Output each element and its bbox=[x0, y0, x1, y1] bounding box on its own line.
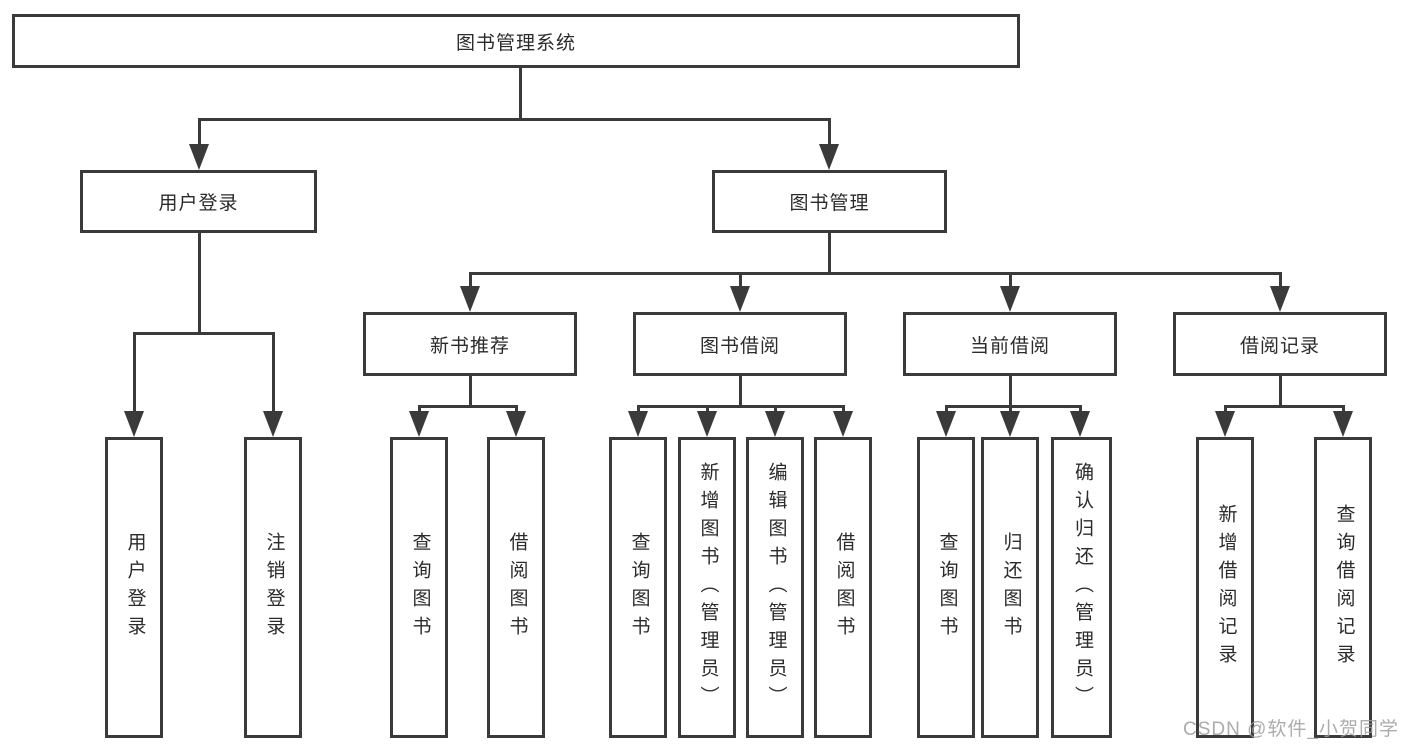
connector-line bbox=[828, 118, 831, 146]
arrow-down-icon bbox=[460, 286, 480, 312]
arrow-down-icon bbox=[1070, 411, 1090, 437]
leaf-recommend-query-book-label: 查询图书 bbox=[409, 531, 431, 644]
leaf-borrow-query-book-label: 查询图书 bbox=[628, 531, 650, 644]
connector-line bbox=[1009, 405, 1012, 413]
connector-line bbox=[272, 332, 275, 412]
connector-line bbox=[739, 272, 742, 288]
arrow-down-icon bbox=[1000, 411, 1020, 437]
leaf-add-book-admin: 新增图书（管理员） bbox=[678, 437, 736, 738]
arrow-down-icon bbox=[833, 411, 853, 437]
connector-line bbox=[133, 332, 136, 412]
arrow-down-icon bbox=[1333, 411, 1353, 437]
arrow-down-icon bbox=[697, 411, 717, 437]
node-user-login: 用户登录 bbox=[80, 170, 317, 233]
connector-line bbox=[1224, 405, 1227, 413]
connector-line bbox=[198, 118, 201, 146]
node-borrow-records: 借阅记录 bbox=[1173, 312, 1387, 376]
leaf-return-book: 归还图书 bbox=[981, 437, 1039, 738]
arrow-down-icon bbox=[1215, 411, 1235, 437]
connector-line bbox=[519, 68, 522, 120]
leaf-confirm-return-admin: 确认归还（管理员） bbox=[1051, 437, 1112, 738]
connector-line bbox=[637, 405, 845, 408]
connector-line bbox=[774, 405, 777, 413]
node-current-borrow: 当前借阅 bbox=[903, 312, 1117, 376]
node-book-management: 图书管理 bbox=[712, 170, 947, 233]
leaf-current-query-book-label: 查询图书 bbox=[936, 531, 958, 644]
connector-line bbox=[469, 272, 1282, 275]
connector-line bbox=[469, 272, 472, 288]
leaf-recommend-query-book: 查询图书 bbox=[390, 437, 448, 738]
leaf-borrow-book-label: 借阅图书 bbox=[833, 531, 855, 644]
leaf-recommend-borrow-book: 借阅图书 bbox=[487, 437, 545, 738]
leaf-query-borrow-record-label: 查询借阅记录 bbox=[1333, 503, 1355, 672]
connector-line bbox=[842, 405, 845, 413]
connector-line bbox=[418, 405, 421, 413]
arrow-down-icon bbox=[409, 411, 429, 437]
connector-line bbox=[469, 376, 472, 407]
arrow-down-icon bbox=[1270, 286, 1290, 312]
leaf-query-borrow-record: 查询借阅记录 bbox=[1314, 437, 1372, 738]
arrow-down-icon bbox=[730, 286, 750, 312]
connector-line bbox=[1009, 272, 1012, 288]
leaf-user-login: 用户登录 bbox=[105, 437, 163, 738]
connector-line bbox=[198, 233, 201, 334]
connector-line bbox=[1342, 405, 1345, 413]
node-root: 图书管理系统 bbox=[12, 14, 1020, 68]
connector-line bbox=[706, 405, 709, 413]
connector-line bbox=[198, 118, 830, 121]
connector-line bbox=[828, 233, 831, 274]
leaf-add-borrow-record: 新增借阅记录 bbox=[1196, 437, 1254, 738]
leaf-return-book-label: 归还图书 bbox=[1000, 531, 1022, 644]
arrow-down-icon bbox=[628, 411, 648, 437]
arrow-down-icon bbox=[819, 144, 839, 170]
connector-line bbox=[1224, 405, 1345, 408]
node-borrow-records-label: 借阅记录 bbox=[1239, 335, 1320, 357]
node-book-management-label: 图书管理 bbox=[789, 193, 870, 214]
node-current-borrow-label: 当前借阅 bbox=[969, 335, 1050, 357]
connector-line bbox=[1079, 405, 1082, 413]
arrow-down-icon bbox=[936, 411, 956, 437]
node-user-login-label: 用户登录 bbox=[158, 193, 239, 214]
connector-line bbox=[945, 405, 1082, 408]
leaf-add-book-admin-label: 新增图书（管理员） bbox=[697, 461, 719, 714]
arrow-down-icon bbox=[1000, 286, 1020, 312]
leaf-borrow-query-book: 查询图书 bbox=[609, 437, 667, 738]
leaf-confirm-return-admin-label: 确认归还（管理员） bbox=[1071, 461, 1093, 714]
connector-line bbox=[418, 405, 518, 408]
node-new-book-recommend-label: 新书推荐 bbox=[429, 335, 510, 357]
arrow-down-icon bbox=[765, 411, 785, 437]
arrow-down-icon bbox=[263, 411, 283, 437]
connector-line bbox=[133, 332, 275, 335]
node-book-borrow-label: 图书借阅 bbox=[699, 335, 780, 357]
node-new-book-recommend: 新书推荐 bbox=[363, 312, 577, 376]
node-root-label: 图书管理系统 bbox=[455, 32, 576, 54]
connector-line bbox=[1279, 376, 1282, 407]
connector-line bbox=[945, 405, 948, 413]
leaf-current-query-book: 查询图书 bbox=[917, 437, 975, 738]
connector-line bbox=[1279, 272, 1282, 288]
connector-line bbox=[637, 405, 640, 413]
leaf-edit-book-admin: 编辑图书（管理员） bbox=[746, 437, 804, 738]
connector-line bbox=[515, 405, 518, 413]
csdn-watermark: CSDN @软件_小贺同学 bbox=[1183, 719, 1399, 740]
leaf-logout: 注销登录 bbox=[244, 437, 302, 738]
arrow-down-icon bbox=[124, 411, 144, 437]
leaf-user-login-label: 用户登录 bbox=[124, 531, 146, 644]
node-book-borrow: 图书借阅 bbox=[633, 312, 847, 376]
leaf-recommend-borrow-book-label: 借阅图书 bbox=[506, 531, 528, 644]
leaf-borrow-book: 借阅图书 bbox=[814, 437, 872, 738]
arrow-down-icon bbox=[189, 144, 209, 170]
leaf-add-borrow-record-label: 新增借阅记录 bbox=[1215, 503, 1237, 672]
leaf-logout-label: 注销登录 bbox=[263, 531, 285, 644]
connector-line bbox=[1009, 376, 1012, 407]
arrow-down-icon bbox=[506, 411, 526, 437]
leaf-edit-book-admin-label: 编辑图书（管理员） bbox=[765, 461, 787, 714]
connector-line bbox=[739, 376, 742, 407]
